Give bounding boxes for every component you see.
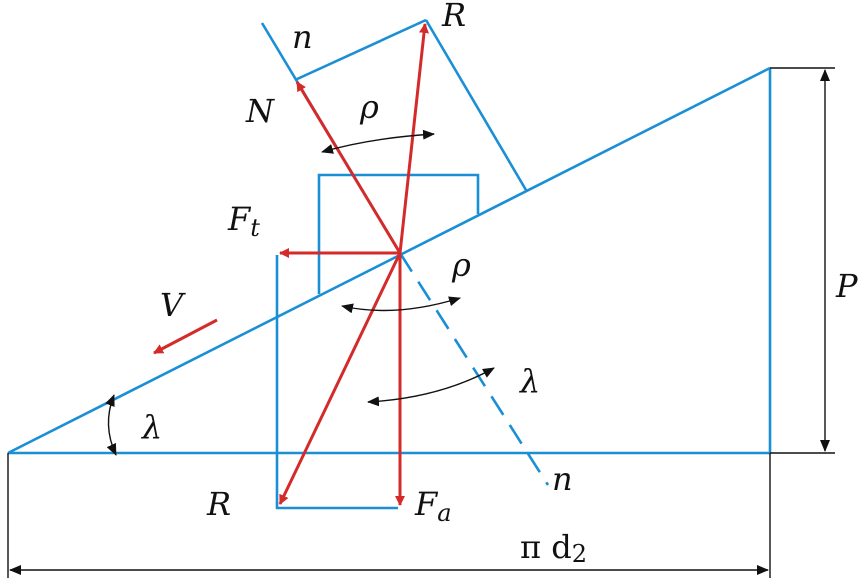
structure-lines [7, 18, 772, 510]
force-arrows [153, 23, 429, 506]
label-n-bottom: n [552, 460, 573, 498]
label-V: V [160, 286, 186, 324]
label-P: P [835, 267, 858, 305]
arc-lambda-left [105, 394, 117, 456]
label-n-top: n [292, 18, 313, 56]
labels: n R N ρ Ft ρ V λ λ n R Fa P π d2 [140, 0, 858, 568]
label-rho-top: ρ [359, 88, 379, 126]
arc-rho-top [321, 129, 435, 154]
arc-rho-mid [341, 296, 461, 314]
lower-body-base [275, 453, 398, 510]
triangle-hypotenuse [7, 66, 771, 455]
dimension-lines [7, 67, 835, 578]
label-pi-d2: π d2 [520, 528, 587, 568]
arc-lambda-right [367, 367, 495, 407]
label-R-bottom: R [206, 485, 231, 523]
label-lambda-left: λ [140, 408, 162, 446]
arrow-N [295, 81, 402, 254]
resolution-rect-top [294, 18, 427, 82]
label-F-t: Ft [227, 200, 260, 242]
label-R-top: R [441, 0, 466, 34]
angle-arcs [105, 129, 495, 456]
arrow-R-top [398, 23, 429, 254]
arrow-V [153, 318, 218, 355]
label-F-a: Fa [414, 485, 452, 527]
label-N: N [245, 92, 275, 130]
label-lambda-right: λ [518, 362, 540, 400]
upper-block-outline [317, 173, 480, 294]
label-rho-mid: ρ [451, 246, 471, 284]
resolution-rect-right [424, 19, 528, 191]
arrow-R-bottom [278, 252, 402, 505]
